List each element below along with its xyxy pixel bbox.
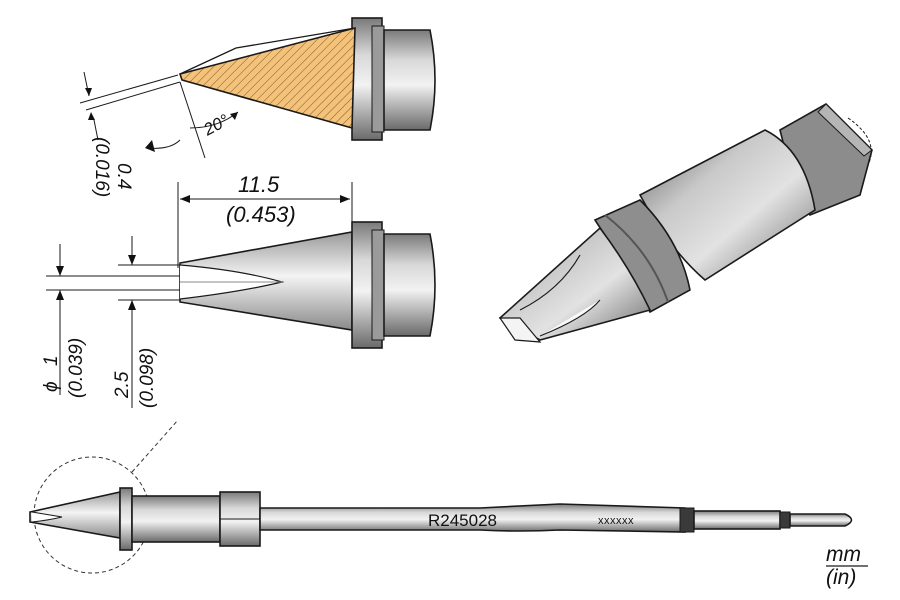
side-view: 11.5 (0.453) ϕ 1 (0.039) 2.5 (0.098) xyxy=(41,172,436,408)
tip-length-mm: 11.5 xyxy=(238,172,280,197)
tip-angle-label: 20° xyxy=(200,110,233,139)
cartridge-sleeve xyxy=(131,495,221,543)
tip-thickness-in: (0.016) xyxy=(91,137,112,197)
tip-width-prefix: ϕ xyxy=(41,381,62,392)
tip-width-mm: 1 xyxy=(41,355,62,366)
part-number: R245028 xyxy=(428,511,497,530)
tip-thickness-mm: 0.4 xyxy=(113,163,134,189)
body-width-mm: 2.5 xyxy=(112,371,133,399)
units-legend: mm (in) xyxy=(826,543,868,589)
tip-width-in: (0.039) xyxy=(66,338,87,398)
iso-cone xyxy=(498,226,652,341)
tip-length-in: (0.453) xyxy=(226,202,296,227)
serial-placeholder: xxxxxx xyxy=(598,515,634,527)
full-cartridge-view: R245028 xxxxxx xyxy=(29,419,853,574)
body-width-in: (0.098) xyxy=(137,348,158,408)
cartridge-pin xyxy=(789,513,853,527)
section-body xyxy=(383,29,436,131)
isometric-view xyxy=(498,103,873,343)
section-view: 20° 0.4 (0.016) xyxy=(79,17,436,197)
unit-primary: mm xyxy=(826,543,861,566)
unit-secondary: (in) xyxy=(826,566,856,589)
side-body xyxy=(383,233,436,337)
hatched-tip-section xyxy=(178,26,356,130)
